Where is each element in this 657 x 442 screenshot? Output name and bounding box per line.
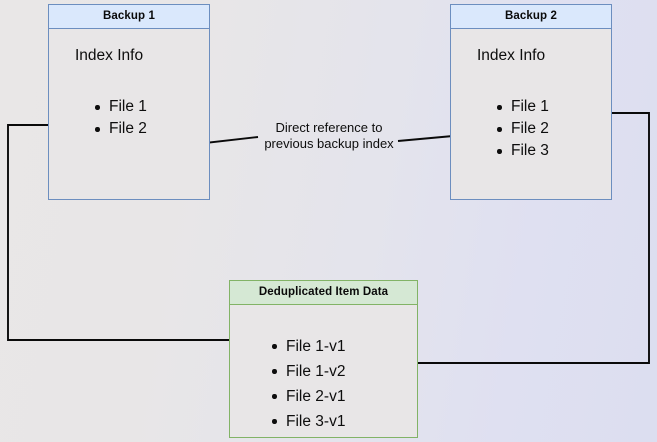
node-backup-2-body: Index Info File 1 File 2 File 3: [451, 29, 611, 199]
backup-1-index-info-label: Index Info: [75, 47, 144, 64]
backup-2-index-info-label: Index Info: [477, 47, 546, 64]
node-deduplicated-item-data-body: File 1-v1 File 1-v2 File 2-v1 File 3-v1: [230, 305, 417, 437]
list-item: File 1: [93, 96, 147, 118]
list-item: File 1: [495, 96, 549, 118]
node-backup-2-header: Backup 2: [451, 5, 611, 29]
node-deduplicated-item-data-header: Deduplicated Item Data: [230, 281, 417, 305]
node-backup-1-body: Index Info File 1 File 2: [49, 29, 209, 199]
node-backup-1-header: Backup 1: [49, 5, 209, 29]
list-item: File 1-v1: [270, 334, 345, 359]
backup-1-file-list: File 1 File 2: [93, 96, 147, 140]
list-item: File 1-v2: [270, 359, 345, 384]
edge-label-direct-reference: Direct reference to previous backup inde…: [249, 120, 409, 152]
edge-label-line-2: previous backup index: [264, 136, 394, 151]
backup-2-file-list: File 1 File 2 File 3: [495, 96, 549, 162]
list-item: File 2: [495, 118, 549, 140]
list-item: File 2-v1: [270, 384, 345, 409]
deduplicated-item-list: File 1-v1 File 1-v2 File 2-v1 File 3-v1: [270, 334, 345, 434]
node-backup-2[interactable]: Backup 2 Index Info File 1 File 2 File 3: [450, 4, 612, 200]
list-item: File 3-v1: [270, 409, 345, 434]
list-item: File 2: [93, 118, 147, 140]
edge-label-line-1: Direct reference to: [275, 120, 383, 135]
node-deduplicated-item-data[interactable]: Deduplicated Item Data File 1-v1 File 1-…: [229, 280, 418, 438]
node-backup-1[interactable]: Backup 1 Index Info File 1 File 2: [48, 4, 210, 200]
list-item: File 3: [495, 140, 549, 162]
